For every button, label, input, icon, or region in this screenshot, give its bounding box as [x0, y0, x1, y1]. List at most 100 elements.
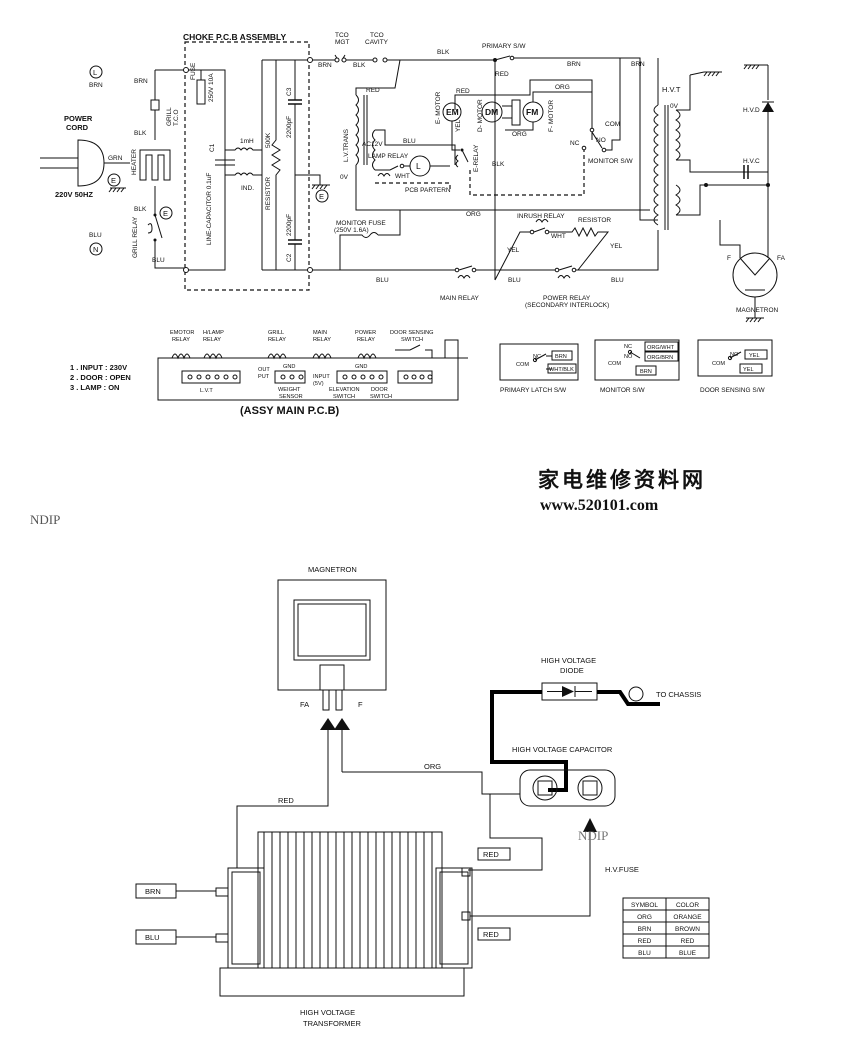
brn-tag: BRN	[145, 887, 161, 896]
note-line: 3 . LAMP : ON	[70, 383, 119, 392]
red-wire-label: RED	[278, 796, 294, 805]
ground-symbol	[703, 71, 722, 77]
pcb-relay-label: RELAY	[268, 337, 286, 343]
weight-sensor-connector	[274, 370, 306, 384]
magnetron-f-label: F	[358, 700, 363, 709]
hv-capacitor-body	[519, 769, 616, 807]
connector-pin	[280, 374, 286, 380]
primary-switch-label: PRIMARY S/W	[482, 43, 526, 50]
resistor-value-label: 500K	[265, 132, 272, 148]
e-motor: EM	[442, 102, 462, 122]
wire-color-label: BRN	[640, 369, 652, 375]
pcb-relay-label: RELAY	[357, 337, 375, 343]
pcb-input-label: (5V)	[313, 381, 324, 387]
com-label: COM	[516, 362, 529, 368]
main-relay-contact	[454, 265, 477, 279]
wire-color-label: YEL	[749, 353, 760, 359]
magnetron-symbol	[732, 252, 778, 318]
line-inductor	[225, 147, 262, 176]
no-label: NO	[730, 352, 739, 358]
wire-color-label: BLU	[152, 257, 165, 264]
connector-pin	[298, 374, 304, 380]
hv-diode-label: HIGH VOLTAGE	[541, 656, 596, 665]
pcb-relay-label: POWER	[355, 330, 376, 336]
connector-pin	[214, 374, 220, 380]
wire-color-label: WHT	[395, 173, 410, 180]
f-motor-label: F- MOTOR	[548, 100, 555, 132]
primary-switch	[494, 55, 658, 221]
wire-color-label: BRN	[567, 61, 581, 68]
power-relay-label: POWER RELAY	[543, 295, 591, 302]
door-switch-label: DOOR	[371, 387, 388, 393]
wire-color-label: BRN	[555, 354, 567, 360]
connector-pin	[232, 374, 238, 380]
e-relay-label: E-RELAY	[473, 144, 480, 172]
chassis-terminal	[628, 686, 644, 702]
connector-pin	[351, 374, 357, 380]
lvt-connector	[181, 370, 241, 384]
no-label: NO	[624, 354, 633, 360]
primary-latch-switch	[499, 343, 579, 381]
fuse-rating-label: 250V 10A	[208, 73, 215, 102]
pcb-gnd-label: GND	[355, 364, 367, 370]
monitor-fuse-label: (250V 1.6A)	[334, 227, 369, 234]
pcb-relay-label: RELAY	[313, 337, 331, 343]
heater-element	[139, 149, 171, 181]
wire-color-label: BRN	[89, 82, 103, 89]
table-cell: BROWN	[675, 926, 700, 933]
hvt-0v-label: 0V	[670, 103, 679, 110]
connector-pin	[289, 374, 295, 380]
pcb-relay-label: H/LAMP	[203, 330, 224, 336]
elevation-door-connector	[336, 370, 388, 384]
wire-color-label: BRN	[318, 62, 332, 69]
wire-color-label: YEL	[507, 247, 520, 254]
power-cord-label: POWER	[64, 114, 93, 123]
e-motor-symbol: EM	[446, 107, 459, 117]
d-motor: DM	[481, 101, 503, 123]
wire-color-label: BLK	[134, 206, 147, 213]
table-header: SYMBOL	[631, 902, 658, 909]
note-line: 1 . INPUT : 230V	[70, 363, 127, 372]
lamp-letter: L	[416, 161, 421, 171]
live-terminal	[89, 65, 103, 79]
inrush-resistor	[549, 226, 610, 271]
wire-color-label: YEL	[610, 243, 623, 250]
pcb-output-label: PUT	[258, 374, 270, 380]
fuse-label: FUSE	[190, 62, 197, 80]
note-line: 2 . DOOR : OPEN	[70, 373, 131, 382]
magnetron-terminal-f	[335, 689, 343, 711]
wire-color-label: ORG	[512, 131, 527, 138]
nc-label: NC	[570, 140, 580, 147]
tco-mgt	[325, 54, 360, 63]
connector-pin	[360, 374, 366, 380]
table-cell: ORG	[637, 914, 652, 921]
wire-color-label: BRN	[631, 61, 645, 68]
wire-color-label: BLU	[376, 277, 389, 284]
magnetron-fa-label: FA	[300, 700, 309, 709]
table-cell: ORANGE	[673, 914, 702, 921]
hvc-label: H.V.C	[743, 158, 760, 165]
earth-symbol	[315, 189, 329, 203]
choke-pcb-boundary	[184, 41, 310, 291]
primary-latch-label: PRIMARY LATCH S/W	[500, 387, 567, 394]
elevation-switch-label: SWITCH	[333, 394, 355, 400]
table-cell: RED	[638, 938, 652, 945]
door-sensing-switch-label: DOOR SENSING	[390, 330, 434, 336]
live-terminal-letter: L	[93, 68, 97, 77]
blu-tag: BLU	[145, 933, 160, 942]
pcb-input-label: INPUT	[313, 374, 330, 380]
tco-cavity	[360, 57, 395, 63]
door-sensing-latch-switch	[697, 339, 773, 377]
hvd-label: H.V.D	[743, 107, 760, 114]
grill-tco-label: T.C.O	[173, 109, 180, 126]
line-capacitor-c1	[215, 159, 235, 166]
lvtrans-label: L.V.TRANS	[343, 128, 350, 162]
tco-mgt-label: MGT	[335, 39, 349, 46]
c3-value-label: 2200pF	[286, 116, 293, 138]
inductor-value-label: 1mH	[240, 138, 254, 145]
high-voltage-transformer	[215, 831, 473, 997]
power-relay-contact	[554, 265, 577, 279]
d-motor-symbol: DM	[485, 107, 498, 117]
